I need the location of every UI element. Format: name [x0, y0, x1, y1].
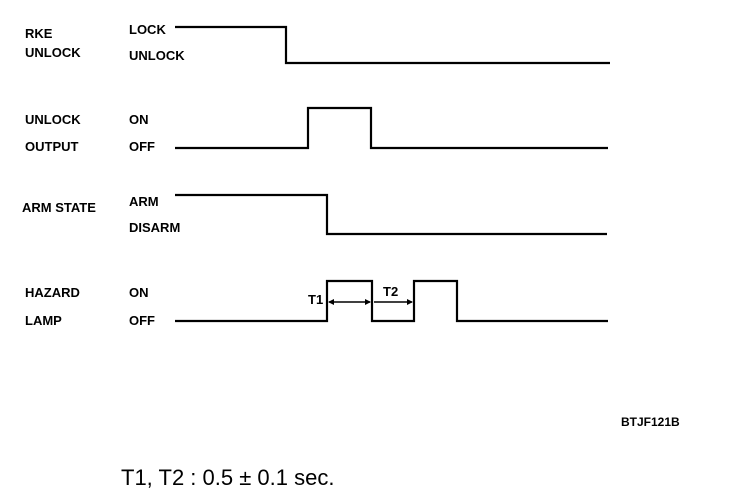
hazard-lamp-name-line2: LAMP	[25, 313, 62, 328]
hazard-lamp-name-line1: HAZARD	[25, 285, 80, 300]
timing-note: T1, T2 : 0.5 ± 0.1 sec.	[121, 465, 335, 490]
unlock-output-waveform	[175, 106, 608, 150]
hazard-lamp-waveform	[175, 279, 608, 323]
unlock-output-high-label: ON	[129, 112, 149, 127]
rke-low-label: UNLOCK	[129, 48, 185, 63]
t2-label: T2	[383, 284, 399, 299]
figure-code: BTJF121B	[621, 415, 680, 429]
arm-state-high-label: ARM	[129, 194, 159, 209]
unlock-output-name-line1: UNLOCK	[25, 112, 81, 127]
arm-state-low-label: DISARM	[129, 220, 181, 235]
rke-name-line2: UNLOCK	[25, 45, 81, 60]
hazard-lamp-high-label: ON	[129, 285, 149, 300]
rke-high-label: LOCK	[129, 22, 166, 37]
rke-waveform	[175, 25, 610, 65]
rke-name-line1: RKE	[25, 26, 53, 41]
arm-state-waveform	[175, 193, 607, 236]
t1-label: T1	[308, 292, 324, 307]
unlock-output-name-line2: OUTPUT	[25, 139, 79, 154]
arm-state-name: ARM STATE	[22, 200, 96, 215]
hazard-lamp-low-label: OFF	[129, 313, 155, 328]
unlock-output-low-label: OFF	[129, 139, 155, 154]
